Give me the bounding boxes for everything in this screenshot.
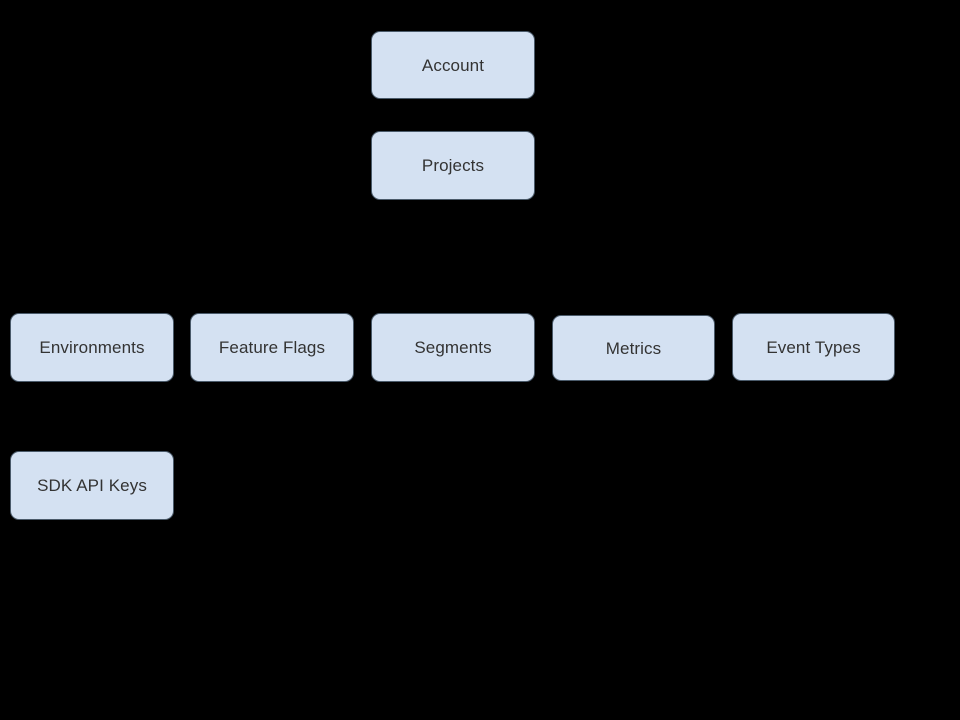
node-environments[interactable]: Environments — [10, 313, 174, 382]
node-label: SDK API Keys — [37, 476, 147, 495]
node-label: Environments — [39, 338, 145, 357]
node-label: Projects — [421, 156, 485, 175]
node-label: Feature Flags — [218, 338, 326, 357]
node-event-types[interactable]: Event Types — [732, 313, 895, 381]
node-projects[interactable]: Projects — [371, 131, 535, 200]
node-feature-flags[interactable]: Feature Flags — [190, 313, 354, 382]
node-label: Account — [421, 55, 485, 75]
node-sdk-api-keys[interactable]: SDK API Keys — [10, 451, 174, 520]
node-account[interactable]: Account — [371, 31, 535, 99]
node-label: Segments — [414, 338, 492, 357]
node-label: Event Types — [766, 337, 861, 357]
node-label: Metrics — [605, 338, 662, 358]
node-segments[interactable]: Segments — [371, 313, 535, 382]
node-metrics[interactable]: Metrics — [552, 315, 715, 381]
